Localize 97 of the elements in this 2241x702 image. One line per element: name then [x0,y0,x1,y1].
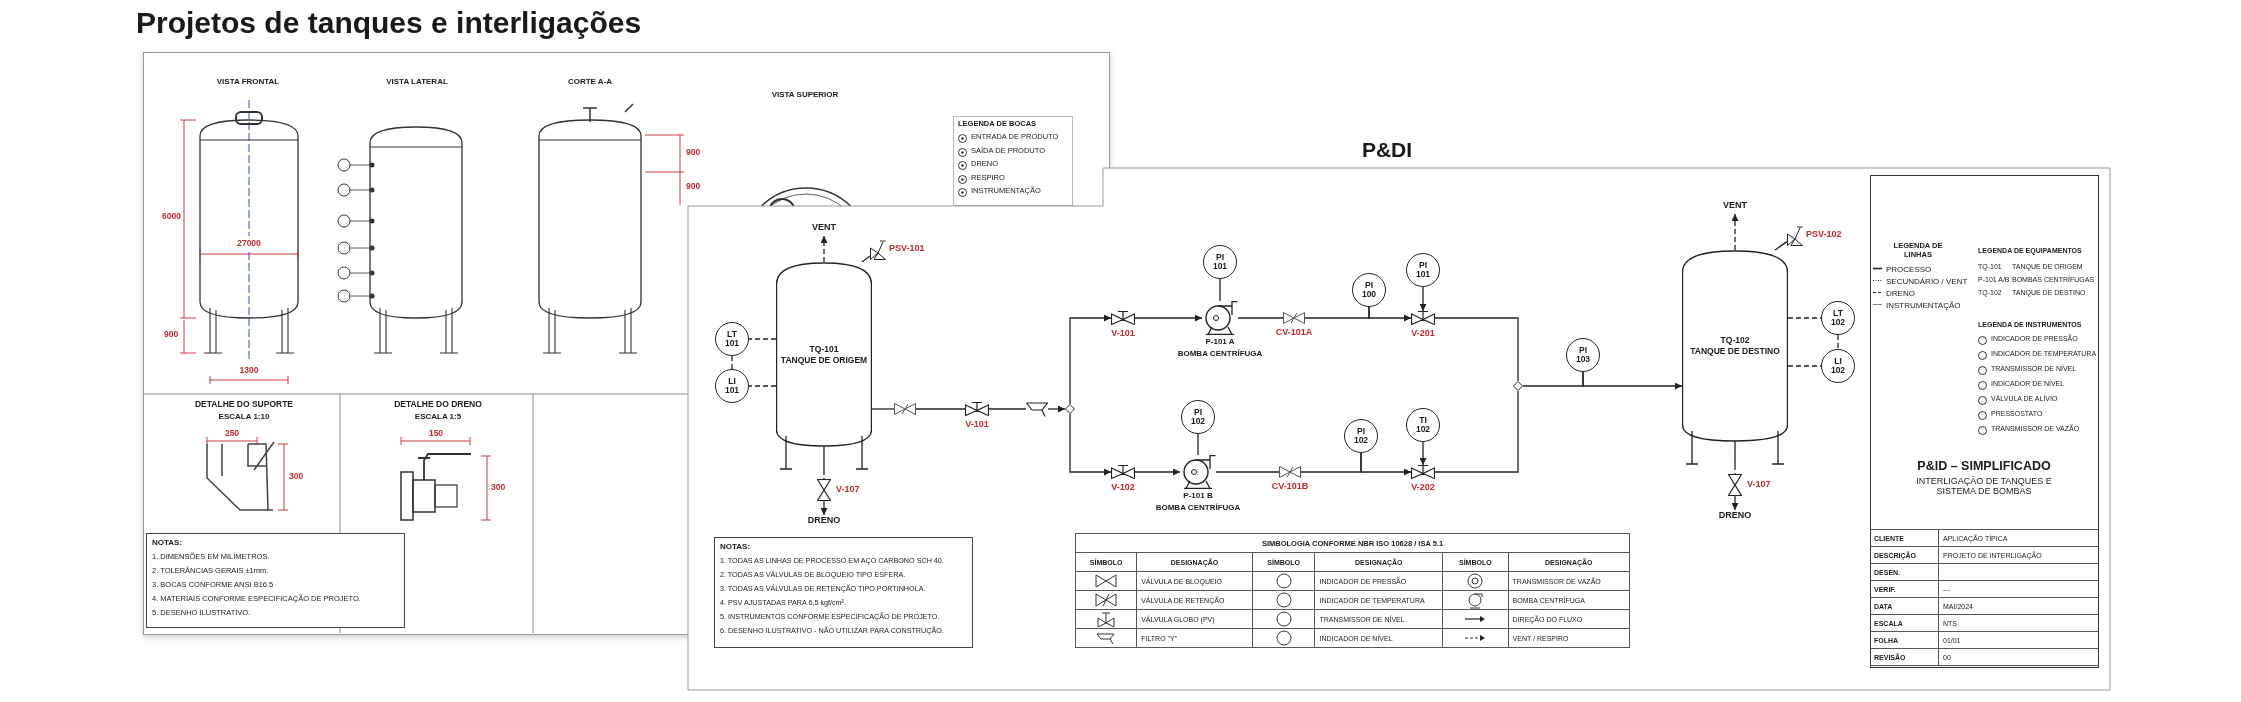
valve-tag: V-101 [965,419,989,430]
pipe-line [1419,441,1427,466]
legend-text: DRENO [1886,289,1915,299]
dimension-text: 300 [491,483,506,493]
valve-tag: PSV-102 [1806,229,1842,240]
pipe-line [1237,317,1284,319]
dimension-text: 150 [428,429,444,439]
valve-tag: PSV-101 [889,243,925,254]
legend-text: SECUNDÁRIO / VENT [1886,277,1968,287]
pipe-line [1069,413,1112,476]
pipe-line [1368,306,1412,322]
gate-valve-symbol [1411,311,1435,325]
valve-tag: V-101 [1111,328,1135,339]
dimension-text: 300 [289,472,304,482]
label-text: DETALHE DO SUPORTE [194,400,294,410]
gate-valve-symbol [1111,465,1135,479]
relief-valve-symbol [870,240,886,260]
pipe-line [1215,471,1280,473]
relief-valve-symbol [1787,226,1803,246]
gate-valve-symbol [1728,474,1742,496]
pump-symbol [1180,455,1216,489]
valve-tag: V-202 [1411,482,1435,493]
pipe-line [1419,286,1427,312]
pipe-line [1774,240,1788,251]
dimension-text: 1300 [239,366,259,376]
dashed-line [1731,213,1739,251]
dashed-line [1787,317,1822,319]
pipe-line [1134,314,1203,322]
notes-heading: NOTAS: [152,538,183,548]
notes-heading: NOTAS: [720,542,751,552]
dashed-line [731,355,733,370]
equipment-label: BOMBA CENTRÍFUGA [1155,503,1241,513]
label-text: VISTA SUPERIOR [771,90,839,100]
pipe-line [988,408,1027,410]
gate-valve-symbol [965,402,989,416]
pump-symbol [1202,301,1238,335]
valve-tag: CV-101A [1275,327,1313,338]
valve-tag: CV-101B [1271,481,1309,492]
dimension-text: 900 [686,148,701,158]
valve-tag: V-201 [1411,328,1435,339]
pipe-line [1582,371,1683,390]
label-text: DETALHE DO DRENO [394,400,482,410]
valve-tag: V-107 [836,484,860,495]
equipment-label: BOMBA CENTRÍFUGA [1177,349,1263,359]
dashed-line [1787,365,1822,367]
dashed-line [748,385,777,387]
junction-marker [1513,381,1523,391]
dashed-line [748,338,777,340]
dashed-line [823,469,825,480]
label-text: VISTA FRONTAL [216,77,280,87]
label-text: ESCALA 1:10 [218,412,270,422]
check-valve-symbol [894,403,916,415]
gate-valve-symbol [817,479,831,501]
pipe-line [1219,278,1221,302]
dashed-line [1837,334,1839,350]
drawing-title: P&ID – SIMPLIFICADO [1917,459,2051,474]
pipe-line [915,408,966,410]
terminal-label: VENT [1723,200,1747,211]
pipe-line [1069,314,1112,405]
dashed-line [1734,464,1736,475]
pipe-line [1197,433,1199,456]
check-valve-symbol [1279,466,1301,478]
dimension-text: 27000 [237,239,261,249]
terminal-label: DRENO [807,515,841,526]
pipe-line [1360,452,1412,476]
equipment-label: P-101 A [1205,337,1235,347]
dimension-text: 900 [164,330,179,340]
label-text: CORTE A-A [567,77,613,87]
dimension-text: 250 [224,429,240,439]
legend-text: INSTRUMENTAÇÃO [1886,301,1961,311]
pipe-line [871,408,895,410]
pipe-line [1731,495,1739,511]
equipment-label: P-101 B [1183,491,1213,501]
check-valve-symbol [1283,312,1305,324]
drawing-subtitle: INTERLIGAÇÃO DE TANQUES E SISTEMA DE BOMBAS [1915,476,2053,497]
pipe-line [820,500,828,516]
gate-valve-symbol [1111,311,1135,325]
valve-tag: V-107 [1747,479,1771,490]
terminal-label: DRENO [1718,510,1752,521]
valve-tag: V-102 [1111,482,1135,493]
junction-marker [1065,404,1075,414]
pipe-line [1047,405,1066,413]
dashed-line [820,235,828,263]
pipe-line [1134,468,1181,476]
legend-text: PROCESSO [1886,265,1932,275]
label-text: VISTA LATERAL [386,77,448,87]
label-text: ESCALA 1:5 [414,412,462,422]
dimension-text: 6000 [162,212,181,222]
dimension-text: 900 [686,182,701,192]
terminal-label: VENT [812,222,836,233]
pipe-line [861,255,871,263]
section-heading: P&DI [1361,138,1413,163]
pipe-line [1434,317,1519,382]
page-title: Projetos de tanques e interligações [136,6,642,41]
pipe-line [1434,390,1519,473]
strainer-symbol [1026,401,1048,417]
gate-valve-symbol [1411,465,1435,479]
